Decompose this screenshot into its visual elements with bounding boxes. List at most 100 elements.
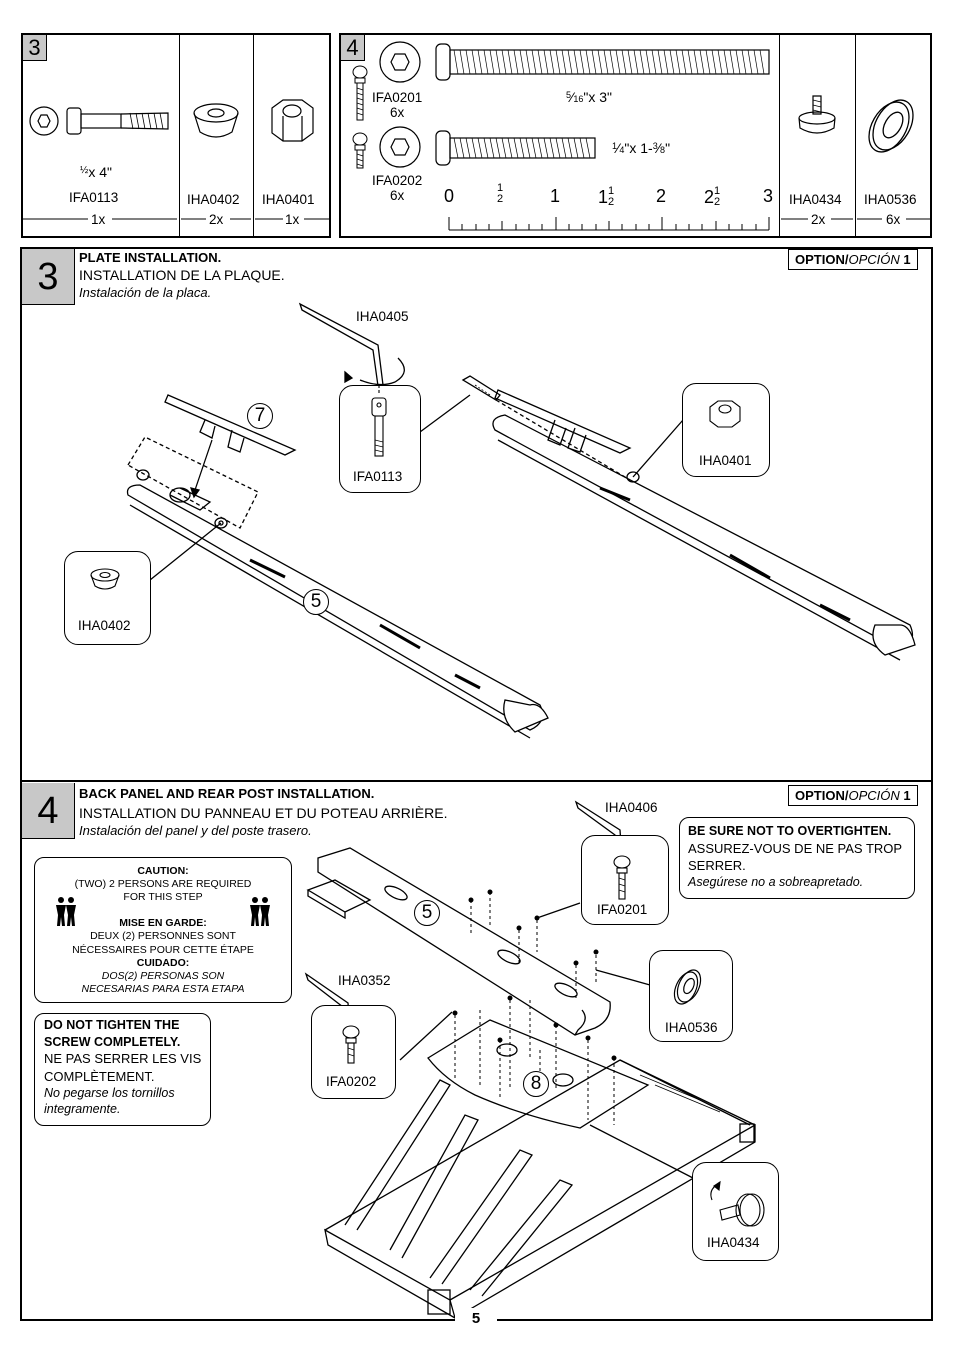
hex-nut-icon: [271, 99, 314, 142]
washer-qty: 6x: [886, 212, 901, 227]
two-persons-icon: [56, 897, 76, 926]
bolt2-size: 1⁄4"x 1-3⁄8": [612, 140, 671, 156]
back-panel: [317, 847, 611, 1036]
divider: [779, 35, 780, 236]
note-fr-2: COMPLÈTEMENT.: [44, 1069, 155, 1084]
step-title-es: Instalación del panel y del poste traser…: [79, 823, 312, 838]
option-badge: OPTION/OPCIÓN 1: [788, 249, 918, 270]
part-8-marker: 8: [523, 1071, 549, 1097]
garde-line-1: DEUX (2) PERSONNES SONT: [90, 930, 236, 942]
caution-line-1: (TWO) 2 PERSONS ARE REQUIRED: [74, 878, 252, 890]
page-number: 5: [455, 1308, 497, 1330]
left-pole: [126, 484, 549, 739]
base-plate: [427, 1019, 650, 1129]
step-title-es: Instalación de la placa.: [79, 285, 212, 300]
divider: [855, 35, 856, 236]
caution-box: [34, 857, 292, 1003]
part-7-marker: 7: [247, 403, 273, 429]
bolt1-qty: 6x: [390, 105, 405, 120]
small-bolt-icon: [352, 65, 368, 121]
bolt-ifa0113-drawn: [461, 375, 501, 401]
warning-en: BE SURE NOT TO OVERTIGHTEN.: [688, 824, 892, 838]
hardware-box-step3: [21, 33, 331, 238]
leveling-foot-icon: [798, 95, 836, 134]
cuidado-line-2: NECESARIAS PARA ESTA ETAPA: [81, 983, 245, 995]
bolt-callout: [339, 385, 421, 493]
part-5-marker: 5: [303, 589, 329, 615]
bolt-callout: [581, 835, 669, 925]
frame: [324, 1059, 756, 1320]
ruler-label-1: 1: [550, 186, 561, 206]
cylinder-block: [136, 469, 228, 529]
right-pole: [492, 414, 916, 661]
nut-label: IHA0401: [699, 453, 752, 468]
warning-fr-2: SERRER.: [688, 858, 746, 873]
foot-qty: 2x: [811, 212, 826, 227]
note-fr-1: NE PAS SERRER LES VIS: [44, 1051, 202, 1066]
bolt1-label: IFA0201: [597, 902, 648, 917]
right-bracket: [494, 389, 640, 483]
garde-line-2: NÉCESSAIRES POUR CETTE ÉTAPE: [72, 944, 254, 956]
bolt-size: ½x 4": [80, 164, 112, 180]
bolt2-label: IFA0202: [326, 1074, 377, 1089]
caution-line-2: FOR THIS STEP: [123, 891, 203, 903]
small-bolt-icon: [352, 132, 368, 169]
note-es-2: integramente.: [44, 1102, 121, 1116]
bracket-plate: [164, 394, 297, 456]
step-number: 3: [22, 249, 75, 305]
overtighten-warning: BE SURE NOT TO OVERTIGHTEN. ASSUREZ-VOUS…: [679, 817, 915, 899]
cup-code: IHA0402: [187, 192, 240, 207]
ruler-icon: [448, 217, 770, 231]
short-bolt-icon: [379, 126, 596, 168]
foot-label: IHA0434: [707, 1235, 760, 1250]
washer-callout: [649, 950, 733, 1042]
wrench-label: IHA0405: [356, 309, 409, 324]
foot-code: IHA0434: [789, 192, 842, 207]
step-divider: [22, 780, 931, 782]
long-bolt-icon: [379, 41, 770, 83]
step-title-en: BACK PANEL AND REAR POST INSTALLATION.: [79, 786, 375, 801]
bolt-icon: [29, 106, 169, 136]
nut-qty: 1x: [285, 212, 300, 227]
bolt2-qty: 6x: [390, 188, 405, 203]
warning-fr-1: ASSUREZ-VOUS DE NE PAS TROP: [688, 841, 903, 856]
ruler-label-2: 2: [656, 186, 667, 206]
bolt-code: IFA0113: [69, 190, 119, 205]
step-title-en: PLATE INSTALLATION.: [79, 250, 222, 265]
cup-callout: [64, 551, 151, 645]
washer-code: IHA0536: [864, 192, 917, 207]
note-en-1: DO NOT TIGHTEN THE: [44, 1018, 180, 1032]
two-persons-icon: [250, 897, 270, 926]
bolt-label: IFA0113: [353, 469, 403, 484]
caution-title: CAUTION:: [137, 865, 189, 877]
hardware-step-number: 4: [341, 35, 365, 61]
flat-washer-icon: [868, 99, 914, 153]
garde-title: MISE EN GARDE:: [119, 917, 207, 929]
hardware-step-number: 3: [23, 35, 47, 61]
ruler-label-0: 0: [444, 186, 455, 206]
step-number: 4: [22, 783, 75, 839]
bolt-qty: 1x: [91, 212, 106, 227]
option-badge: OPTION/OPCIÓN 1: [788, 785, 918, 806]
bolt2-code: IFA0202: [372, 173, 423, 188]
step-title-fr: INSTALLATION DU PANNEAU ET DU POTEAU ARR…: [79, 805, 448, 821]
cuidado-line-1: DOS(2) PERSONAS SON: [101, 970, 225, 982]
part-5-marker: 5: [414, 900, 440, 926]
note-es-1: No pegarse los tornillos: [44, 1086, 175, 1100]
divider: [253, 35, 254, 236]
note-en-2: SCREW COMPLETELY.: [44, 1035, 181, 1049]
